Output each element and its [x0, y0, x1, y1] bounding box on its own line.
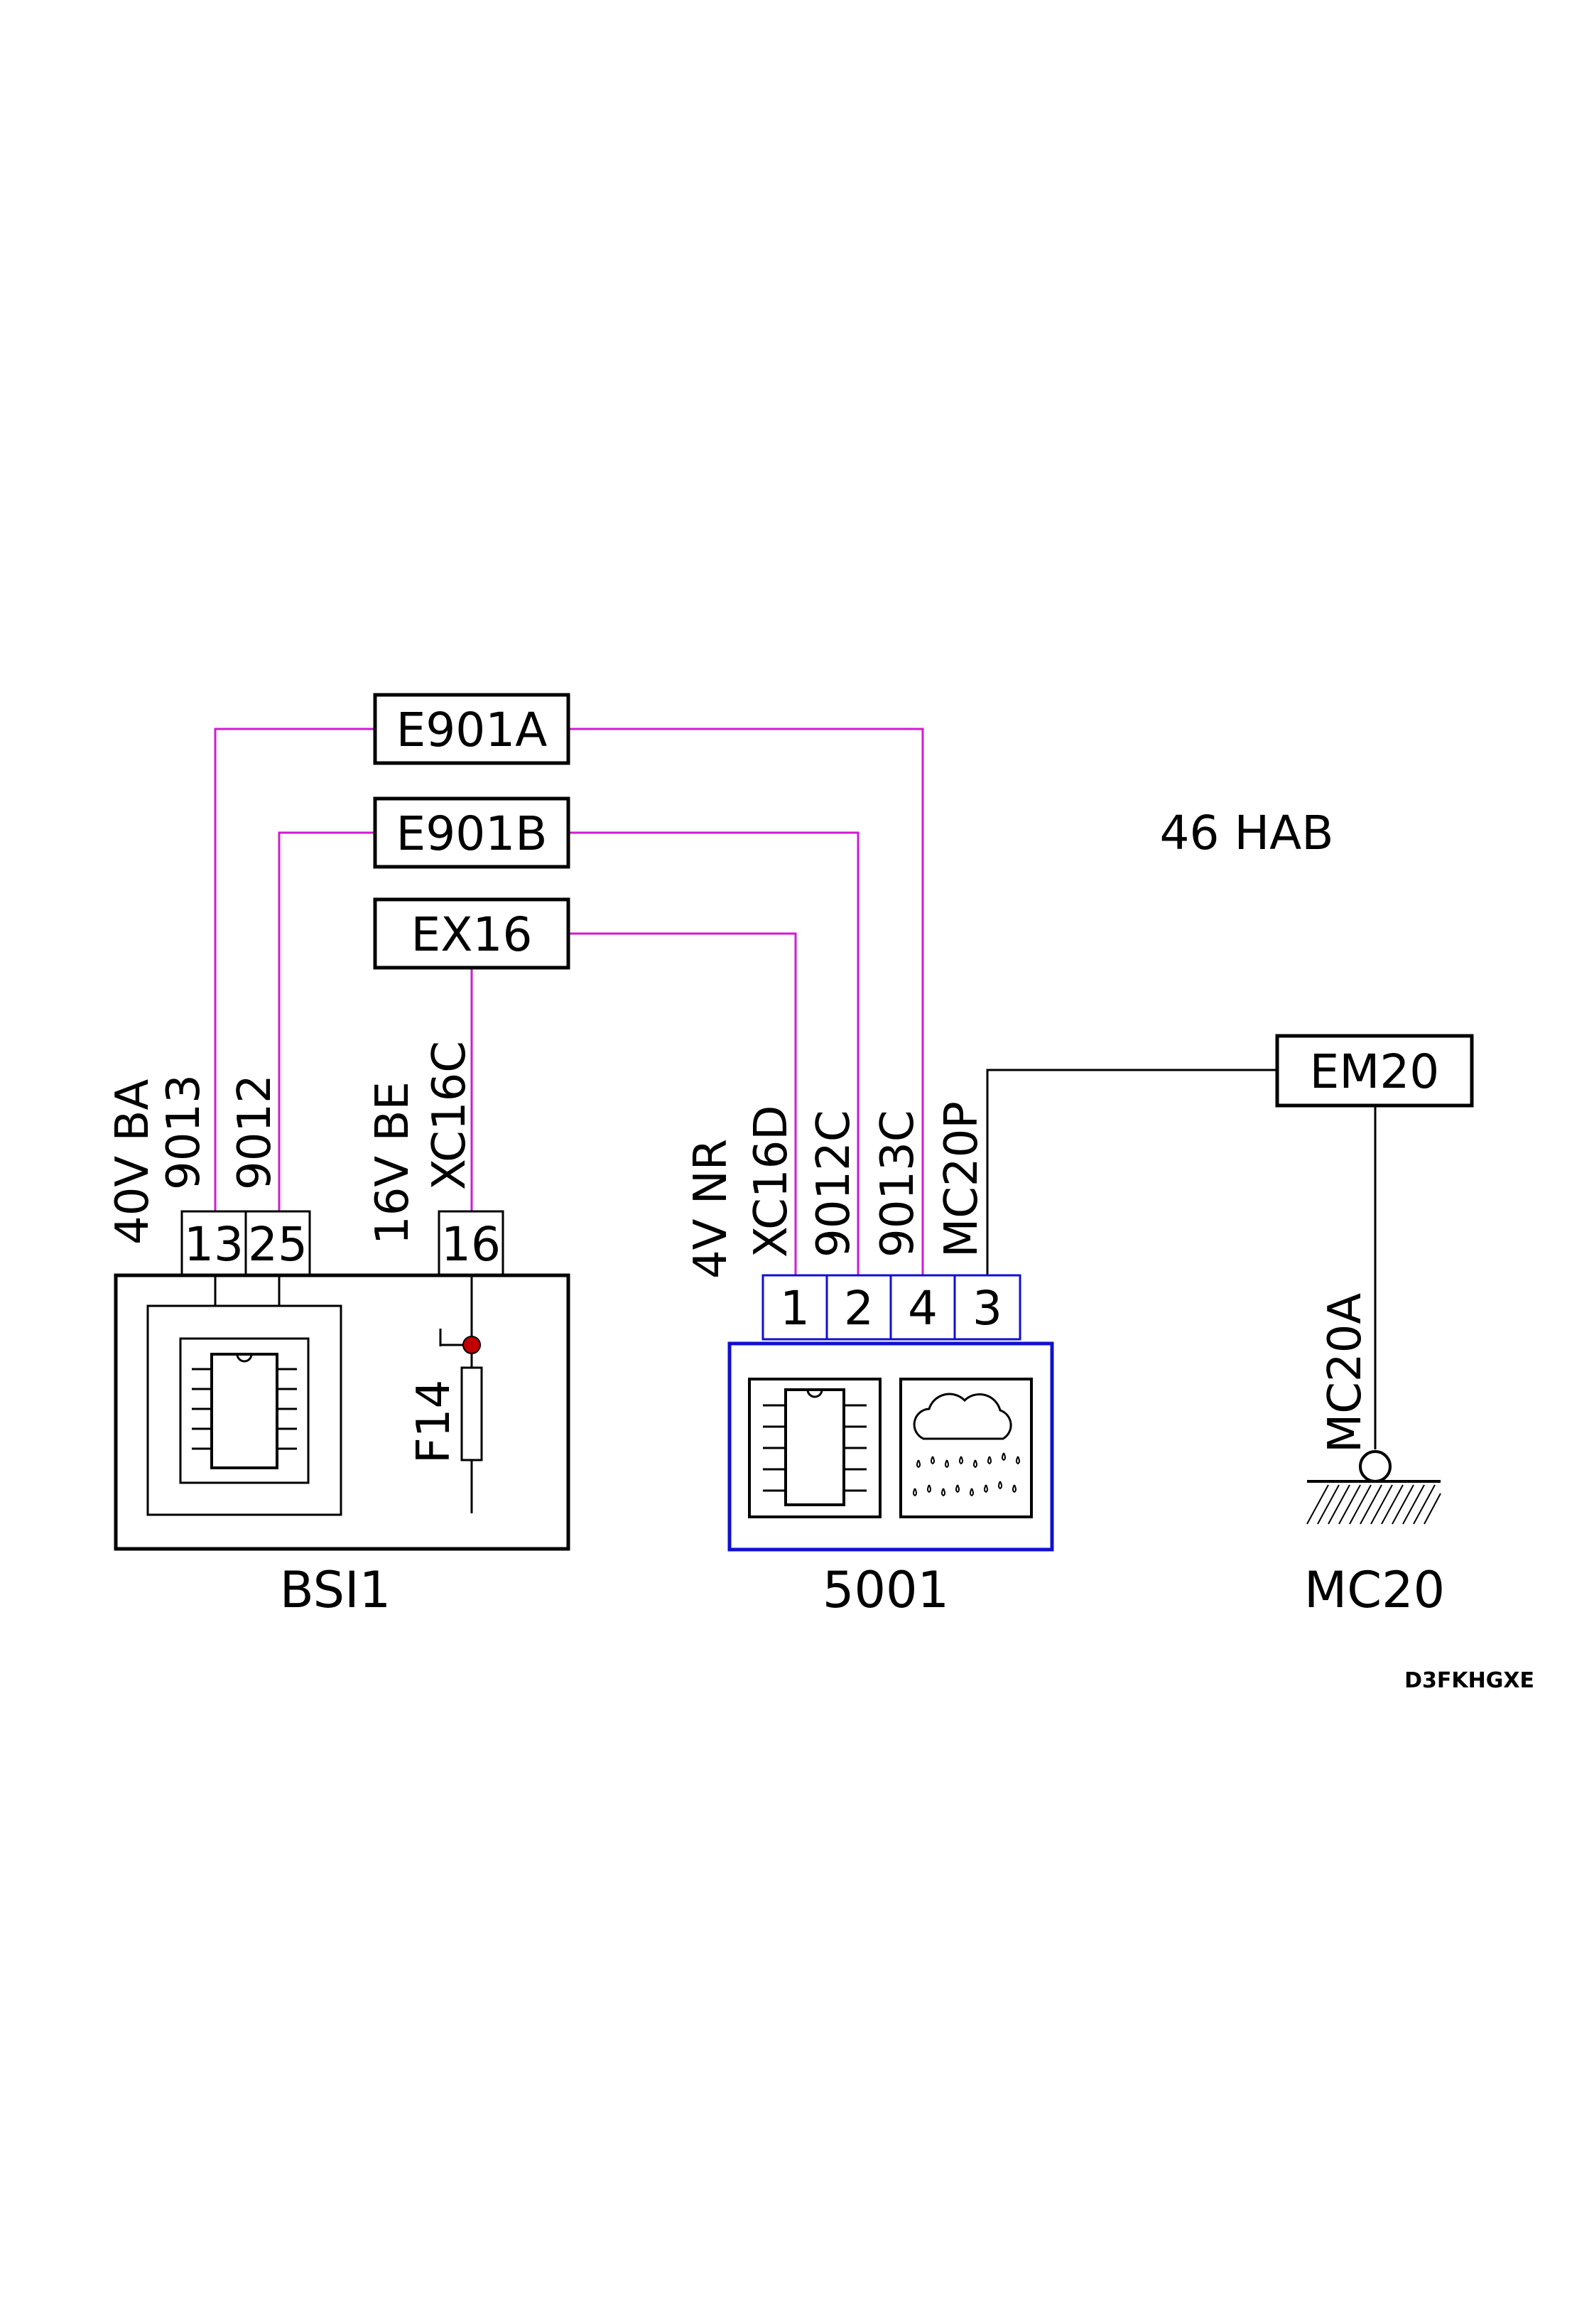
splice-ex16: EX16: [373, 897, 570, 970]
sensor-module: 4V NR XC16D 9012C 9013C MC20P 1 2 4 3: [685, 1101, 1054, 1619]
bsi-connector-a-header: 40V BA: [107, 1079, 159, 1245]
fuse-junction-dot: [462, 1336, 481, 1354]
bsi-wire-9012: 9012: [229, 1074, 281, 1190]
sensor-pin-4: 4: [908, 1281, 938, 1336]
splice-em20: EM20: [1275, 1034, 1474, 1108]
ground-name: MC20: [1304, 1561, 1445, 1619]
ground-mc20: MC20A MC20: [1304, 1293, 1445, 1619]
bsi-module: 40V BA 9013 9012 16V BE XC16C 13 25 16: [107, 1041, 570, 1619]
sensor-wire-xc16d: XC16D: [745, 1105, 798, 1258]
bsi-pin-16: 16: [441, 1217, 501, 1272]
sensor-pin-1: 1: [780, 1281, 810, 1336]
wire-9013: [214, 728, 375, 1211]
sensor-pin-box-2: [825, 1274, 892, 1341]
sensor-wire-mc20p: MC20P: [936, 1101, 988, 1258]
wire-9013c: [568, 728, 924, 1275]
bsi-connector-b-header: 16V BE: [367, 1081, 419, 1245]
splice-e901a: E901A: [373, 693, 570, 765]
splice-ex16-label: EX16: [411, 907, 533, 962]
chip-icon: [146, 1304, 342, 1516]
sensor-pin-3: 3: [972, 1281, 1002, 1336]
bsi-wire-xc16c: XC16C: [423, 1041, 476, 1190]
bsi-pin-box-16: [438, 1210, 504, 1277]
bsi-name: BSI1: [280, 1561, 391, 1619]
bsi-wire-9013: 9013: [158, 1074, 210, 1190]
sensor-wire-9013c: 9013C: [872, 1110, 924, 1258]
fuse-f14: F14: [408, 1275, 483, 1513]
bsi-pin-13: 13: [184, 1217, 244, 1272]
rain-cloud-icon: [899, 1378, 1033, 1518]
splice-e901b-label: E901B: [396, 806, 548, 861]
ground-icon: [1306, 1450, 1441, 1525]
wires-black: [986, 1069, 1377, 1449]
fuse-label: F14: [408, 1380, 460, 1464]
wires-pink: [214, 728, 924, 1275]
reference-code: D3FKHGXE: [1404, 1668, 1534, 1693]
bsi-pin-box-25: [244, 1210, 311, 1277]
ground-wire-label: MC20A: [1319, 1293, 1372, 1453]
sensor-name: 5001: [823, 1561, 949, 1619]
sensor-wire-9012c: 9012C: [808, 1110, 860, 1258]
sensor-connector-header: 4V NR: [685, 1139, 737, 1279]
wire-xc16d: [568, 932, 797, 1275]
wire-9012c: [568, 831, 860, 1275]
splice-e901a-label: E901A: [396, 703, 548, 757]
diagram-title: 46 HAB: [1159, 806, 1333, 860]
sensor-pin-box-1: [761, 1274, 828, 1341]
wire-mc20p: [986, 1069, 1277, 1275]
splice-e901b: E901B: [373, 796, 570, 869]
sensor-pin-2: 2: [844, 1281, 874, 1336]
bsi-pin-25: 25: [248, 1217, 308, 1272]
sensor-pin-box-3: [953, 1274, 1021, 1341]
wire-9012: [278, 831, 375, 1211]
sensor-chip-icon: [748, 1378, 882, 1518]
splice-em20-label: EM20: [1310, 1044, 1440, 1099]
